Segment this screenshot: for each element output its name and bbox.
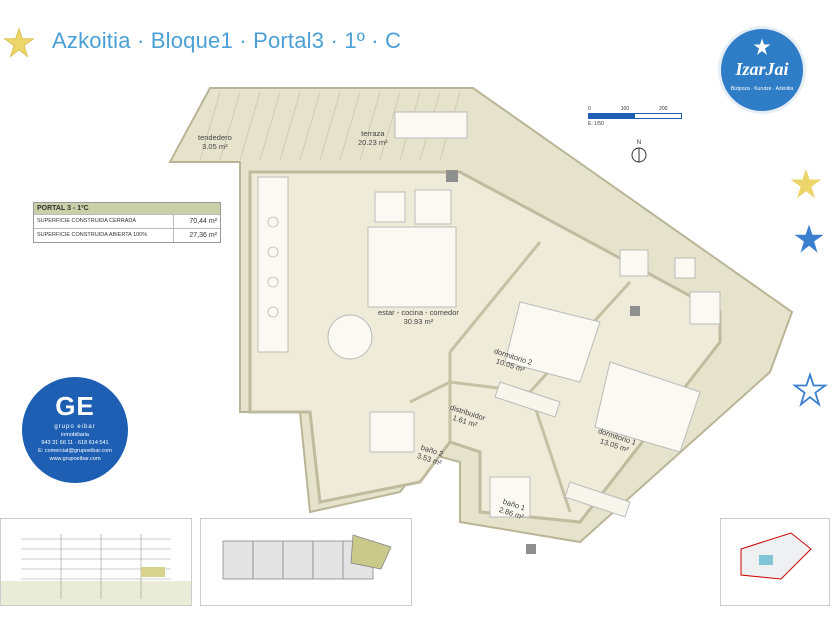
site-map-thumbnail [720,518,830,606]
surface-summary-table: PORTAL 3 - 1ºC SUPERFICIE CONSTRUIDA CER… [33,202,221,243]
grupo-eibar-logo: GE grupo eibar inmobiliaria 943 31 66 11… [22,377,128,483]
summary-row: SUPERFICIE CONSTRUIDA CERRADA 70,44 m² [34,214,220,228]
north-compass: N [630,140,648,166]
blue-star-icon [794,224,824,253]
block-plan-thumbnail [200,518,412,606]
izarjai-logo: IzarJai Bizipoza · Kurutze · Azkoitia [718,26,806,114]
section-thumbnail [0,518,192,606]
floor-plan [168,87,794,554]
page-title: Azkoitia · Bloque1 · Portal3 · 1º · C [52,28,402,53]
gold-star-icon [3,27,35,58]
summary-row: SUPERFICIE CONSTRUIDA ABIERTA 100% 27,36… [34,228,220,242]
star-icon [753,38,771,55]
summary-heading: PORTAL 3 - 1ºC [34,203,220,214]
gold-star-icon [790,168,822,199]
outline-star-icon [792,372,828,407]
compass-icon [631,147,647,163]
